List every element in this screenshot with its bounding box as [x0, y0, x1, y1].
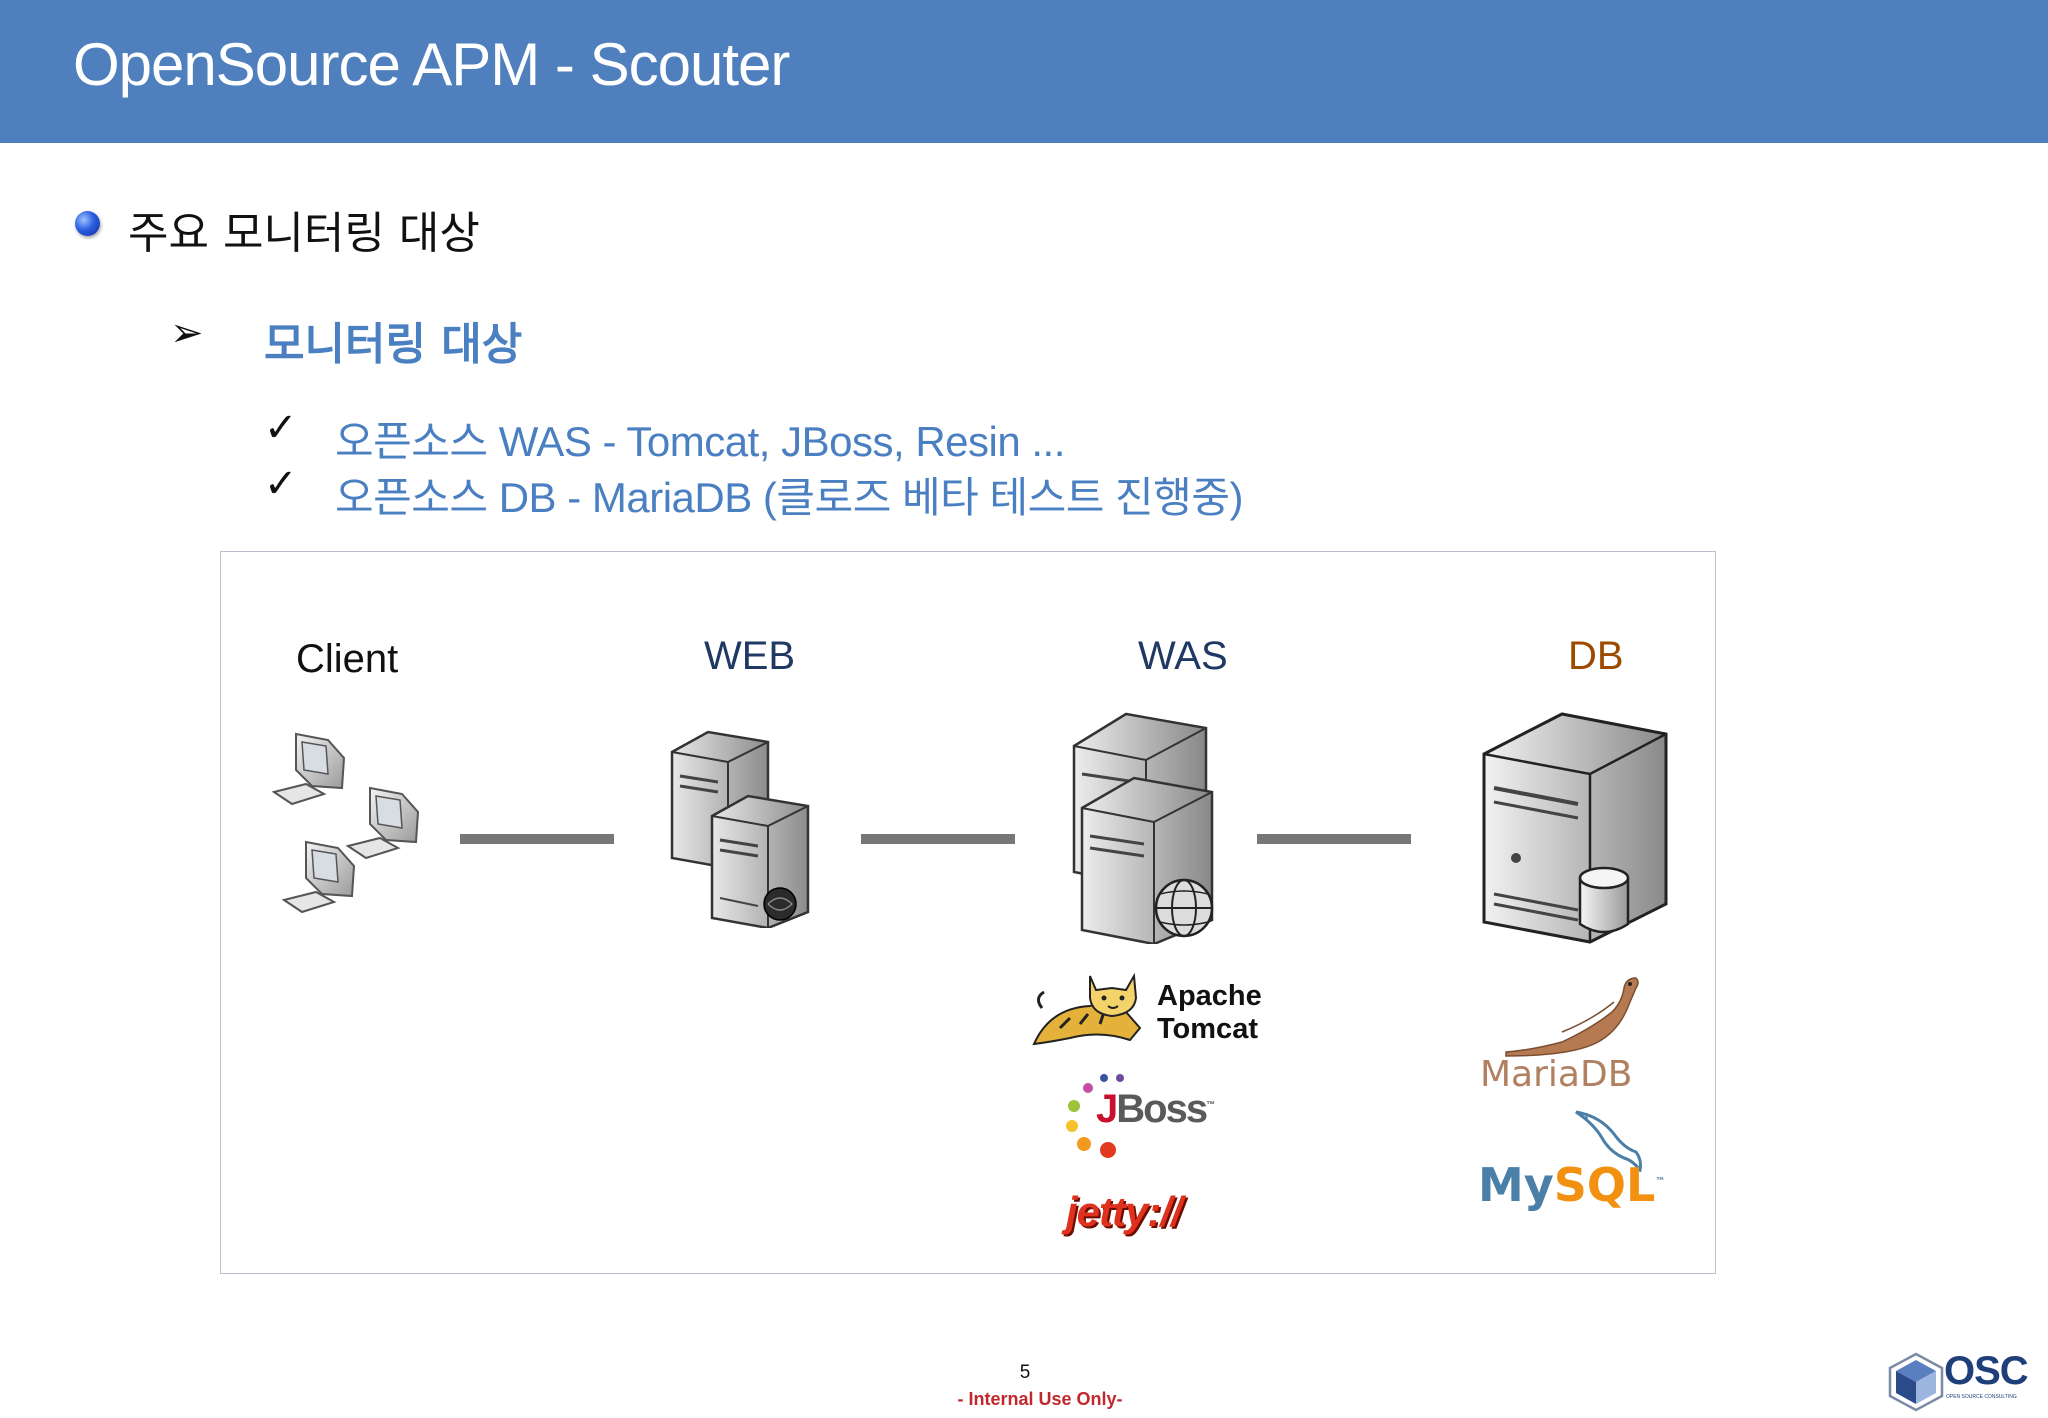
check-icon: ✓ — [264, 461, 298, 507]
mysql-tm: ™ — [1655, 1176, 1666, 1188]
was-server-icon — [1072, 712, 1214, 944]
mariadb-logo-text: MariaDB — [1480, 1054, 1633, 1095]
subsection-title: 모니터링 대상 — [264, 319, 523, 370]
jboss-j: J — [1096, 1087, 1118, 1131]
jetty-logo-text: jetty:// — [1066, 1188, 1183, 1235]
osc-logo-text: OSC — [1944, 1349, 2029, 1393]
architecture-diagram — [220, 551, 1716, 1274]
jboss-dots-icon — [1066, 1074, 1124, 1158]
mysql-my: My — [1478, 1158, 1554, 1212]
mysql-sql: SQL — [1553, 1158, 1656, 1212]
jboss-boss: Boss — [1116, 1087, 1208, 1131]
mysql-dolphin-icon — [1575, 1110, 1642, 1172]
title-bar: OpenSource APM - Scouter — [0, 0, 2048, 143]
tomcat-logo-text: Apache Tomcat — [1157, 980, 1262, 1046]
bullet-icon — [75, 211, 100, 236]
list-item-db: 오픈소스 DB - MariaDB (클로즈 베타 테스트 진행중) — [335, 474, 1243, 521]
tier-label-was: WAS — [1138, 634, 1228, 678]
page-number: 5 — [1019, 1362, 1031, 1383]
internal-use-note: - Internal Use Only- — [957, 1389, 1123, 1409]
section-title: 주요 모니터링 대상 — [128, 208, 480, 259]
web-server-icon — [670, 730, 810, 928]
tomcat-logo-icon — [1032, 972, 1142, 1046]
tier-label-db: DB — [1568, 634, 1624, 678]
check-icon: ✓ — [264, 405, 298, 451]
tier-label-web: WEB — [704, 634, 796, 678]
connector-web-was — [861, 834, 1015, 844]
connector-client-web — [460, 834, 614, 844]
slide-title: OpenSource APM - Scouter — [73, 31, 790, 98]
connector-was-db — [1257, 834, 1411, 844]
tomcat-line1: Apache — [1157, 980, 1262, 1012]
db-server-icon — [1482, 712, 1668, 944]
jboss-tm: ™ — [1206, 1099, 1215, 1110]
arrow-bullet-icon: ➢ — [170, 310, 204, 356]
mysql-logo-text: MySQL™ — [1478, 1158, 1665, 1212]
jboss-logo-text: JBoss™ — [1096, 1087, 1215, 1132]
osc-logo-subtext: OPEN SOURCE CONSULTING — [1946, 1394, 2017, 1400]
tier-label-client: Client — [296, 637, 399, 681]
list-item-was: 오픈소스 WAS - Tomcat, JBoss, Resin ... — [335, 418, 1065, 465]
tomcat-line2: Tomcat — [1157, 1013, 1258, 1045]
osc-logo-icon — [1888, 1352, 1944, 1412]
mariadb-seal-icon — [1505, 977, 1639, 1057]
client-computers-icon — [271, 732, 420, 914]
